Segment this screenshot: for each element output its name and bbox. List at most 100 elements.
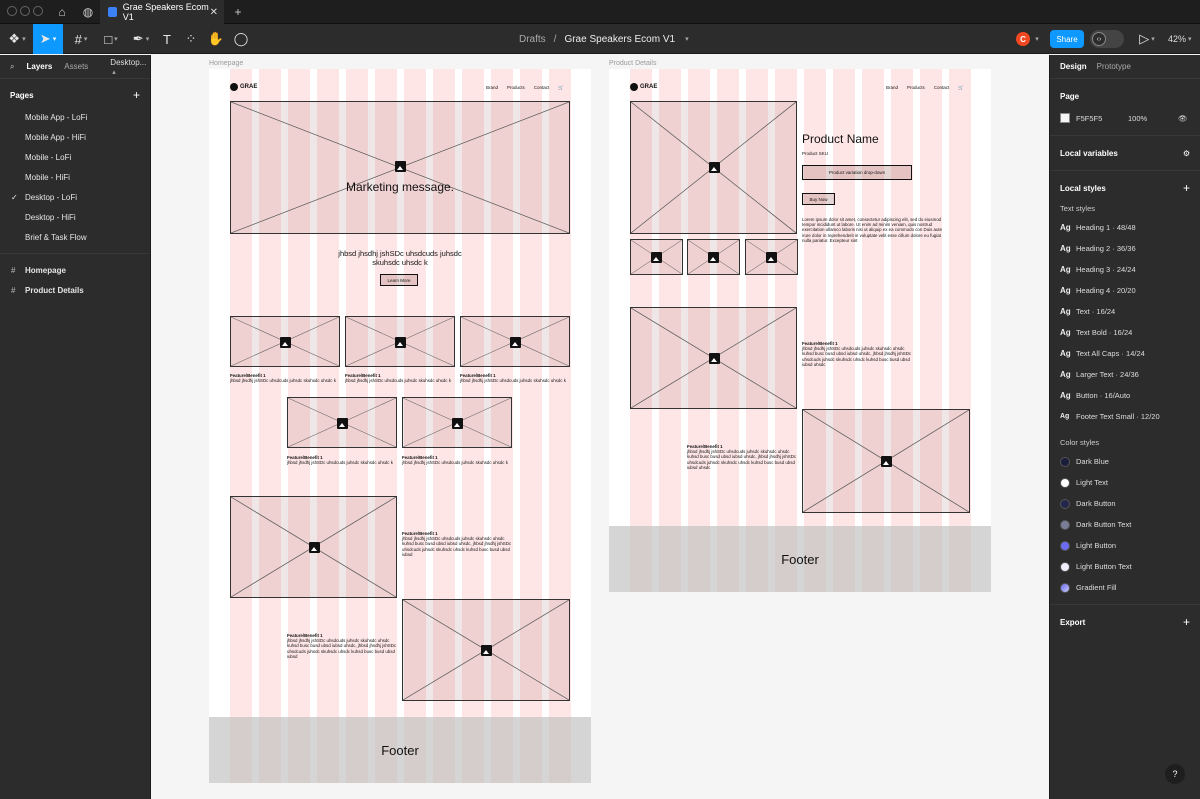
page-color-value[interactable]: F5F5F5 [1076,113,1103,123]
shape-tool-icon[interactable]: □▾ [104,31,118,47]
brand-logo[interactable]: GRAE [630,83,657,91]
close-tab-icon[interactable]: ✕ [209,6,218,18]
tab-design[interactable]: Design [1060,62,1087,71]
resources-icon[interactable]: ⁘ [185,31,197,46]
brand-logo[interactable]: GRAE [230,83,257,91]
page-item-brief-task-flow[interactable]: Brief & Task Flow [0,227,150,247]
page-item-mobile-app-hifi[interactable]: Mobile App - HiFi [0,127,150,147]
user-avatar[interactable]: C [1016,32,1030,46]
hero-image-placeholder[interactable]: Marketing message. [230,101,570,234]
feature-image-placeholder[interactable] [230,316,340,367]
page-item-mobile-hifi[interactable]: Mobile - HiFi [0,167,150,187]
add-page-icon[interactable]: + [132,88,140,102]
page-item-desktop-lofi[interactable]: ✓Desktop - LoFi [0,187,150,207]
frame-label-product-details[interactable]: Product Details [609,60,657,67]
chevron-down-icon[interactable]: ▾ [1035,36,1039,43]
homepage-footer[interactable]: Footer [209,717,591,783]
nav-brand[interactable]: Brand [886,85,899,90]
nav-brand[interactable]: Brand [486,85,499,90]
page-opacity-value[interactable]: 100% [1128,113,1148,123]
feature-large-image-placeholder[interactable] [230,496,397,598]
main-menu-icon[interactable]: ❖▾ [8,31,26,46]
color-style-item[interactable]: Light Button Text [1050,556,1200,577]
cart-icon[interactable]: 🛒 [558,85,564,90]
color-style-item[interactable]: Light Text [1050,472,1200,493]
zoom-level[interactable]: 42%▾ [1168,34,1192,44]
chevron-down-icon[interactable]: ▾ [685,36,689,43]
color-style-item[interactable]: Dark Button Text [1050,514,1200,535]
color-style-item[interactable]: Dark Button [1050,493,1200,514]
comment-icon[interactable]: ◯ [233,31,249,46]
feature-image-placeholder[interactable] [402,397,512,448]
hand-tool-icon[interactable]: ✋ [207,31,225,46]
feature-image-placeholder[interactable] [345,316,455,367]
new-tab-button[interactable]: + [234,5,242,19]
buy-now-button[interactable]: Buy Now [802,193,835,205]
page-item-mobile-lofi[interactable]: Mobile - LoFi [0,147,150,167]
product-thumbnail[interactable] [687,239,740,275]
tab-layers[interactable]: Layers [26,62,53,71]
design-canvas[interactable]: Homepage GRAE Brand Products Contact 🛒 M… [152,55,1048,799]
tab-assets[interactable]: Assets [64,62,89,71]
local-variables-row[interactable]: Local variables ⚙ [1050,142,1200,164]
product-footer[interactable]: Footer [609,526,991,592]
product-thumbnail[interactable] [630,239,683,275]
layer-frame-homepage[interactable]: #Homepage [0,260,150,280]
learn-more-button[interactable]: Learn More [380,274,418,286]
tab-prototype[interactable]: Prototype [1096,62,1131,71]
window-close-button[interactable] [7,6,17,16]
product-details-frame[interactable]: GRAE Brand Products Contact 🛒 Product Na… [609,69,991,592]
eye-icon[interactable]: 👁 [1178,113,1188,123]
file-name[interactable]: Grae Speakers Ecom V1 [564,33,676,45]
page-item-mobile-app-lofi[interactable]: Mobile App - LoFi [0,107,150,127]
nav-contact[interactable]: Contact [533,85,550,90]
frame-tool-icon[interactable]: #▾ [74,31,88,47]
window-maximize-button[interactable] [33,6,43,16]
feature-image-placeholder[interactable] [287,397,397,448]
move-tool-icon[interactable]: ➤▾ [33,24,63,54]
file-tab[interactable]: Grae Speakers Ecom V1 ✕ [100,0,224,24]
globe-icon[interactable]: ◍ [82,5,94,19]
homepage-frame[interactable]: GRAE Brand Products Contact 🛒 Marketing … [209,69,591,783]
page-dropdown[interactable]: Desktop... ▴ [110,57,147,76]
nav-contact[interactable]: Contact [933,85,950,90]
pen-tool-icon[interactable]: ✒▾ [132,31,150,46]
layer-frame-product-details[interactable]: #Product Details [0,280,150,300]
cart-icon[interactable]: 🛒 [958,85,964,90]
text-tool-icon[interactable]: T [163,31,171,47]
sliders-icon[interactable]: ⚙ [1182,148,1190,158]
color-style-item[interactable]: Gradient Fill [1050,577,1200,598]
product-main-image-placeholder[interactable] [630,101,797,234]
add-export-icon[interactable]: + [1182,615,1190,629]
breadcrumb-drafts[interactable]: Drafts [519,33,546,45]
product-thumbnail[interactable] [745,239,798,275]
feature-large-image-placeholder[interactable] [802,409,970,513]
feature-large-image-placeholder[interactable] [630,307,797,409]
color-swatch[interactable] [1060,113,1070,123]
nav-products[interactable]: Products [907,85,925,90]
product-variation-dropdown[interactable]: Product variation drop-down [802,165,912,180]
feature-image-placeholder[interactable] [460,316,570,367]
color-style-item[interactable]: Dark Blue [1050,451,1200,472]
present-play-icon[interactable]: ▷▾ [1139,31,1155,46]
color-style-item[interactable]: Light Button [1050,535,1200,556]
search-icon[interactable]: ⌕ [10,61,15,71]
feature-large-image-placeholder[interactable] [402,599,570,701]
frame-label-homepage[interactable]: Homepage [209,60,244,67]
page-background-row[interactable]: F5F5F5 100% 👁 [1050,107,1200,129]
help-button[interactable]: ? [1165,764,1185,784]
home-icon[interactable]: ⌂ [58,5,66,19]
dev-mode-toggle[interactable]: ‹› [1090,30,1124,48]
add-style-icon[interactable]: + [1182,181,1190,195]
page-item-desktop-hifi[interactable]: Desktop - HiFi [0,207,150,227]
